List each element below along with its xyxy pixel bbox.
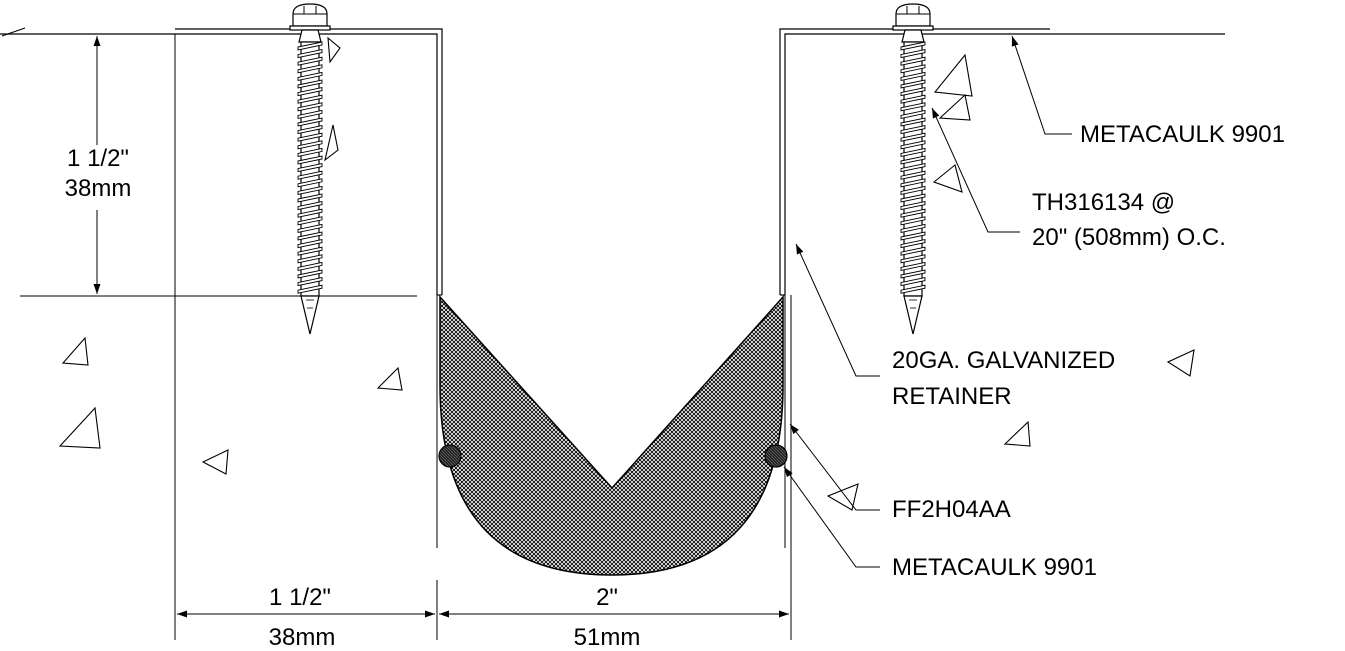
callout-backer: FF2H04AA xyxy=(892,496,1011,523)
backer-rod-right xyxy=(764,444,788,468)
callout-leaders xyxy=(783,35,1072,568)
dim-vertical-imperial: 1 1/2" xyxy=(67,145,129,172)
dim-vertical-metric: 38mm xyxy=(65,175,132,202)
callout-caulk-bottom: METACAULK 9901 xyxy=(892,554,1097,581)
dimension-vertical xyxy=(20,36,417,297)
dim-left-imperial: 1 1/2" xyxy=(269,584,331,611)
slab-left-surface xyxy=(0,27,176,640)
retainer-right xyxy=(779,28,1050,296)
callout-screw-line1: TH316134 @ xyxy=(1032,189,1175,216)
callout-screw-line2: 20" (508mm) O.C. xyxy=(1032,224,1226,251)
retainer-left xyxy=(175,28,443,296)
foam-seal xyxy=(439,295,784,576)
screw-left xyxy=(289,3,331,335)
backer-rod-left xyxy=(438,444,462,468)
callout-retainer-line2: RETAINER xyxy=(892,383,1012,410)
dim-left-metric: 38mm xyxy=(269,624,336,651)
dim-center-metric: 51mm xyxy=(574,624,641,651)
callout-caulk-top: METACAULK 9901 xyxy=(1080,121,1285,148)
callout-retainer-line1: 20GA. GALVANIZED xyxy=(892,347,1115,374)
concrete-aggregate xyxy=(58,36,1195,511)
screw-right xyxy=(892,3,934,335)
dim-center-imperial: 2" xyxy=(596,584,618,611)
